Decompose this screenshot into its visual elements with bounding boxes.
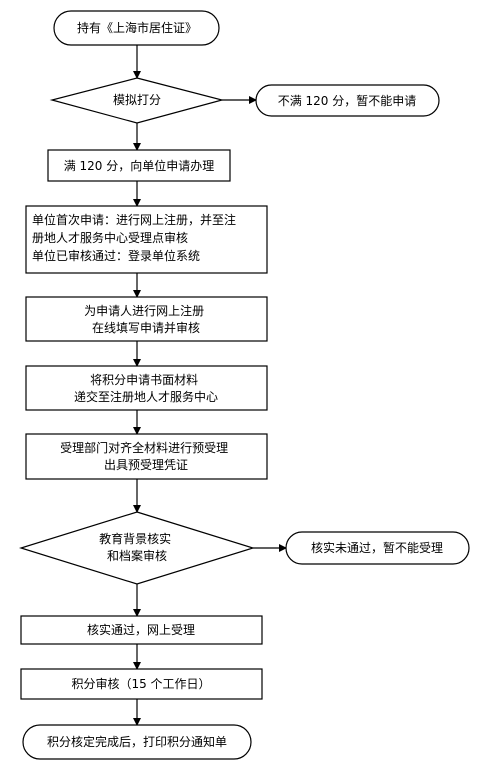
start-label: 持有《上海市居住证》 xyxy=(77,20,197,35)
score-label-line: 模拟打分 xyxy=(113,93,161,107)
review-label-line: 积分审核（15 个工作日） xyxy=(71,676,210,691)
preaccept-label: 受理部门对齐全材料进行预受理 出具预受理凭证 xyxy=(60,440,232,472)
node-review: 积分审核（15 个工作日） xyxy=(20,668,263,700)
end-terminator-shape xyxy=(22,724,252,760)
review-label: 积分审核（15 个工作日） xyxy=(71,676,210,691)
node-verify-fail: 核实未通过，暂不能受理 xyxy=(285,531,470,565)
register-label: 为申请人进行网上注册 在线填写申请并审核 xyxy=(84,303,208,335)
node-register: 为申请人进行网上注册 在线填写申请并审核 xyxy=(25,296,268,342)
connectors xyxy=(133,45,287,726)
unit-apply-label-line-3: 单位已审核通过：登录单位系统 xyxy=(32,248,200,263)
submit-box xyxy=(25,365,268,411)
verify-fail-label: 核实未通过，暂不能受理 xyxy=(311,540,443,555)
score-label: 模拟打分 xyxy=(113,93,161,107)
register-label-line-1: 为申请人进行网上注册 xyxy=(84,303,204,318)
unit-apply-label-line-2: 册地人才服务中心受理点审核 xyxy=(32,230,188,245)
preaccept-label-line-1: 受理部门对齐全材料进行预受理 xyxy=(60,440,228,455)
verify-pass-label-line: 核实通过，网上受理 xyxy=(87,622,195,637)
end-label-line: 积分核定完成后，打印积分通知单 xyxy=(47,734,227,749)
score-pass-box xyxy=(47,149,231,182)
verify-label-line-2: 和档案审核 xyxy=(107,548,167,563)
start-terminator-shape xyxy=(53,10,220,46)
register-box xyxy=(25,296,268,342)
node-submit: 将积分申请书面材料 递交至注册地人才服务中心 xyxy=(25,365,268,411)
verify-fail-label-line: 核实未通过，暂不能受理 xyxy=(311,540,443,555)
unit-apply-label-line-1: 单位首次申请：进行网上注册，并至注 xyxy=(32,212,236,227)
submit-label-line-2: 递交至注册地人才服务中心 xyxy=(74,389,218,404)
verify-pass-label: 核实通过，网上受理 xyxy=(87,622,195,637)
score-pass-label-line: 满 120 分，向单位申请办理 xyxy=(64,158,215,173)
score-fail-terminator-shape xyxy=(255,84,440,117)
node-end: 积分核定完成后，打印积分通知单 xyxy=(22,724,252,760)
score-fail-label-line: 不满 120 分，暂不能申请 xyxy=(278,94,417,108)
submit-label-line-1: 将积分申请书面材料 xyxy=(90,373,198,387)
review-box xyxy=(20,668,263,700)
verify-decision-shape xyxy=(18,511,256,585)
preaccept-label-line-2: 出具预受理凭证 xyxy=(104,457,188,472)
node-start: 持有《上海市居住证》 xyxy=(53,10,220,46)
score-pass-label: 满 120 分，向单位申请办理 xyxy=(64,158,215,173)
node-score-fail: 不满 120 分，暂不能申请 xyxy=(255,84,440,117)
score-fail-label: 不满 120 分，暂不能申请 xyxy=(278,94,417,108)
verify-fail-terminator-shape xyxy=(285,531,470,565)
node-verify-pass: 核实通过，网上受理 xyxy=(20,615,263,645)
unit-apply-box xyxy=(25,205,268,274)
node-unit-apply: 单位首次申请：进行网上注册，并至注 册地人才服务中心受理点审核 单位已审核通过：… xyxy=(25,205,268,274)
preaccept-box xyxy=(25,433,268,480)
score-decision-shape xyxy=(49,77,225,124)
verify-pass-box xyxy=(20,615,263,645)
start-label-line: 持有《上海市居住证》 xyxy=(77,20,197,35)
end-label: 积分核定完成后，打印积分通知单 xyxy=(47,734,227,749)
node-score-decision: 模拟打分 xyxy=(49,77,225,124)
node-preaccept: 受理部门对齐全材料进行预受理 出具预受理凭证 xyxy=(25,433,268,480)
submit-label: 将积分申请书面材料 递交至注册地人才服务中心 xyxy=(74,373,218,404)
node-verify-decision: 教育背景核实 和档案审核 xyxy=(18,511,256,585)
verify-label-line-1: 教育背景核实 xyxy=(99,531,171,546)
verify-label: 教育背景核实 和档案审核 xyxy=(99,531,175,563)
node-score-pass: 满 120 分，向单位申请办理 xyxy=(47,149,231,182)
unit-apply-label: 单位首次申请：进行网上注册，并至注 册地人才服务中心受理点审核 单位已审核通过：… xyxy=(32,212,240,263)
register-label-line-2: 在线填写申请并审核 xyxy=(92,320,200,335)
